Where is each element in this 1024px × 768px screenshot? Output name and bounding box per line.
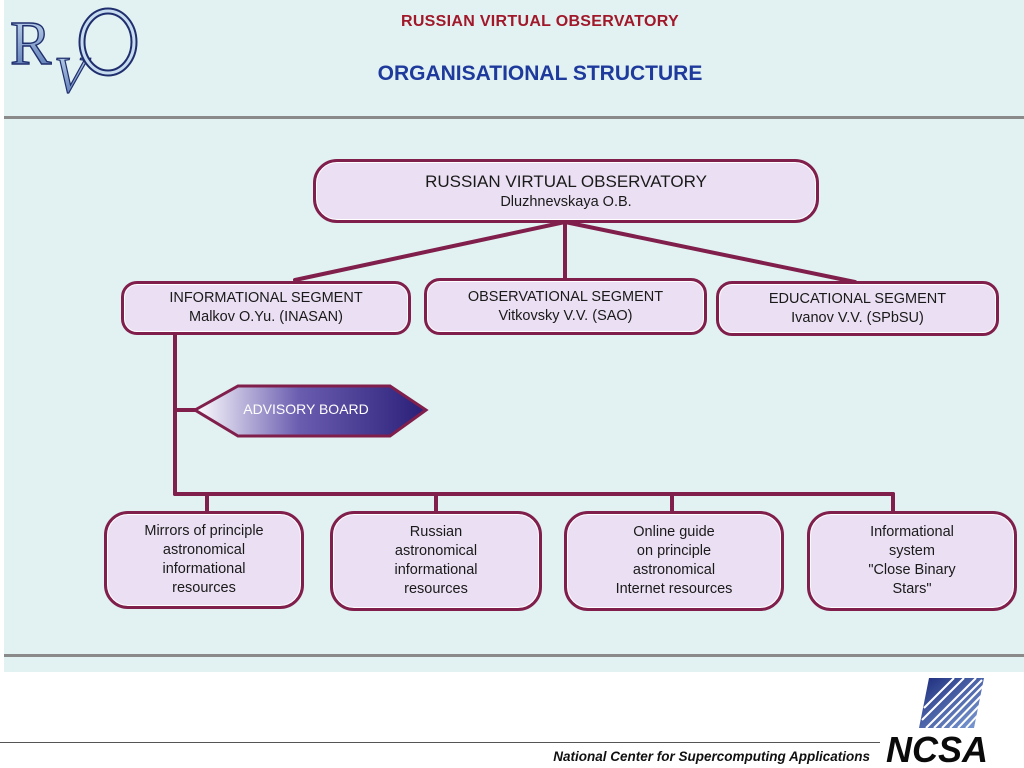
resource-line: Russian (409, 524, 463, 540)
footer-divider (0, 742, 880, 743)
resource-line: Informational (870, 524, 954, 540)
ncsa-logo-icon: NCSA (886, 677, 988, 766)
resource-line: Online guide (633, 524, 715, 540)
resource-box-online-guide: Online guide on principle astronomical I… (564, 511, 784, 611)
segment-title: EDUCATIONAL SEGMENT (768, 290, 947, 307)
resource-line: on principle (636, 543, 712, 559)
segment-educational: EDUCATIONAL SEGMENT Ivanov V.V. (SPbSU) (716, 281, 999, 336)
root-title: RUSSIAN VIRTUAL OBSERVATORY (425, 171, 707, 191)
segment-title: INFORMATIONAL SEGMENT (169, 290, 363, 306)
segment-person: Malkov O.Yu. (INASAN) (189, 309, 343, 325)
resource-line: astronomical (632, 562, 716, 578)
resource-box-close-binary: Informational system "Close Binary Stars… (807, 511, 1017, 611)
resource-box-russian: Russian astronomical informational resou… (330, 511, 542, 611)
segment-person: Vitkovsky V.V. (SAO) (498, 307, 633, 324)
resource-line: resources (172, 580, 236, 596)
header-title: RUSSIAN VIRTUAL OBSERVATORY (400, 13, 680, 30)
resource-line: informational (394, 562, 478, 578)
connector-root-educational (563, 220, 857, 284)
segment-person: Ivanov V.V. (SPbSU) (791, 309, 924, 326)
connector-root-informational (293, 220, 567, 282)
resource-line: Stars" (892, 581, 932, 597)
resource-line: system (889, 543, 935, 559)
bottom-divider (4, 654, 1024, 657)
svg-text:NCSA: NCSA (886, 729, 988, 766)
resource-box-mirrors: Mirrors of principle astronomical inform… (104, 511, 304, 609)
segment-title: OBSERVATIONAL SEGMENT (467, 288, 664, 305)
resource-line: Internet resources (615, 581, 733, 597)
header-subtitle: ORGANISATIONAL STRUCTURE (377, 62, 703, 85)
advisory-board-shape (192, 384, 429, 438)
segment-observational: OBSERVATIONAL SEGMENT Vitkovsky V.V. (SA… (424, 278, 707, 335)
svg-text:R: R (10, 10, 52, 78)
resource-line: astronomical (394, 543, 478, 559)
root-box: RUSSIAN VIRTUAL OBSERVATORY Dluzhnevskay… (313, 159, 819, 223)
rvo-logo-icon: R V (9, 7, 138, 100)
resource-line: informational (162, 561, 246, 577)
segment-informational: INFORMATIONAL SEGMENT Malkov O.Yu. (INAS… (121, 281, 411, 335)
root-person: Dluzhnevskaya O.B. (500, 193, 632, 210)
resource-line: Mirrors of principle (144, 523, 264, 539)
resource-line: "Close Binary (868, 562, 956, 578)
resource-line: astronomical (162, 542, 246, 558)
advisory-board-label: ADVISORY BOARD (243, 401, 369, 417)
top-divider (4, 116, 1024, 119)
footer-text: National Center for Supercomputing Appli… (553, 749, 870, 764)
resource-line: resources (404, 581, 468, 597)
